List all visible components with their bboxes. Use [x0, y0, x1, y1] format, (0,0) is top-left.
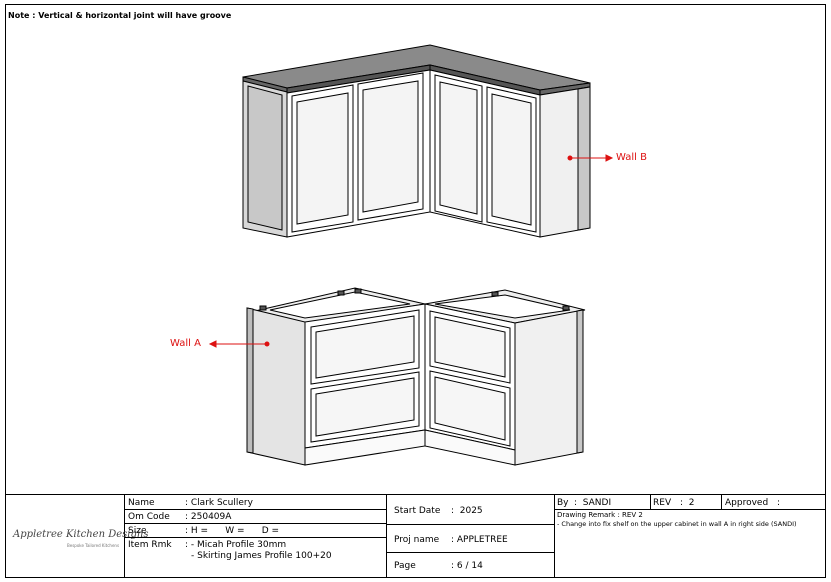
- company-logo: Appletree Kitchen Designs: [13, 529, 149, 540]
- size-value: : H = W = D =: [185, 526, 280, 536]
- name-label: Name: [128, 498, 155, 508]
- base-left-end-panel: [246, 307, 306, 466]
- approved-label: Approved: [725, 498, 769, 508]
- name-value: : Clark Scullery: [185, 498, 253, 508]
- wall-b-label: Wall B: [616, 152, 647, 163]
- start-date-label: Start Date: [394, 506, 441, 516]
- wall-a-arrow: [208, 340, 270, 348]
- title-block: Appletree Kitchen Designs Bespoke Tailor…: [5, 494, 826, 578]
- wall-a-label: Wall A: [170, 338, 201, 349]
- item-remark-value: : - Micah Profile 30mm: [185, 540, 287, 550]
- rev-label: REV: [653, 498, 672, 508]
- drawing-remark-line: - Change into fix shelf on the upper cab…: [557, 520, 797, 528]
- company-tagline: Bespoke Tailored Kitchens: [67, 543, 120, 548]
- drawing-remark-title: Drawing Remark : REV 2: [557, 511, 643, 519]
- by-value: : SANDI: [574, 498, 612, 508]
- project-name-value: : APPLETREE: [451, 535, 508, 545]
- page-label: Page: [394, 561, 416, 571]
- by-label: By: [557, 498, 569, 508]
- rev-value: : 2: [680, 498, 695, 508]
- item-remark-label: Item Rmk: [128, 540, 172, 550]
- project-name-label: Proj name: [394, 535, 440, 545]
- wall-b-arrow: [567, 154, 614, 162]
- om-code-label: Om Code: [128, 512, 170, 522]
- drawing-note: Note : Vertical & horizontal joint will …: [8, 11, 232, 20]
- drawing-sheet: [5, 4, 826, 578]
- size-label: Size: [128, 526, 147, 536]
- cabinet-drawing: [208, 44, 614, 466]
- page-value: : 6 / 14: [451, 561, 483, 571]
- start-date-value: : 2025: [451, 506, 483, 516]
- approved-value: :: [777, 498, 781, 508]
- om-code-value: : 250409A: [185, 512, 232, 522]
- base-right-end-panel: [514, 309, 584, 466]
- item-remark-value-2: - Skirting James Profile 100+20: [191, 551, 332, 561]
